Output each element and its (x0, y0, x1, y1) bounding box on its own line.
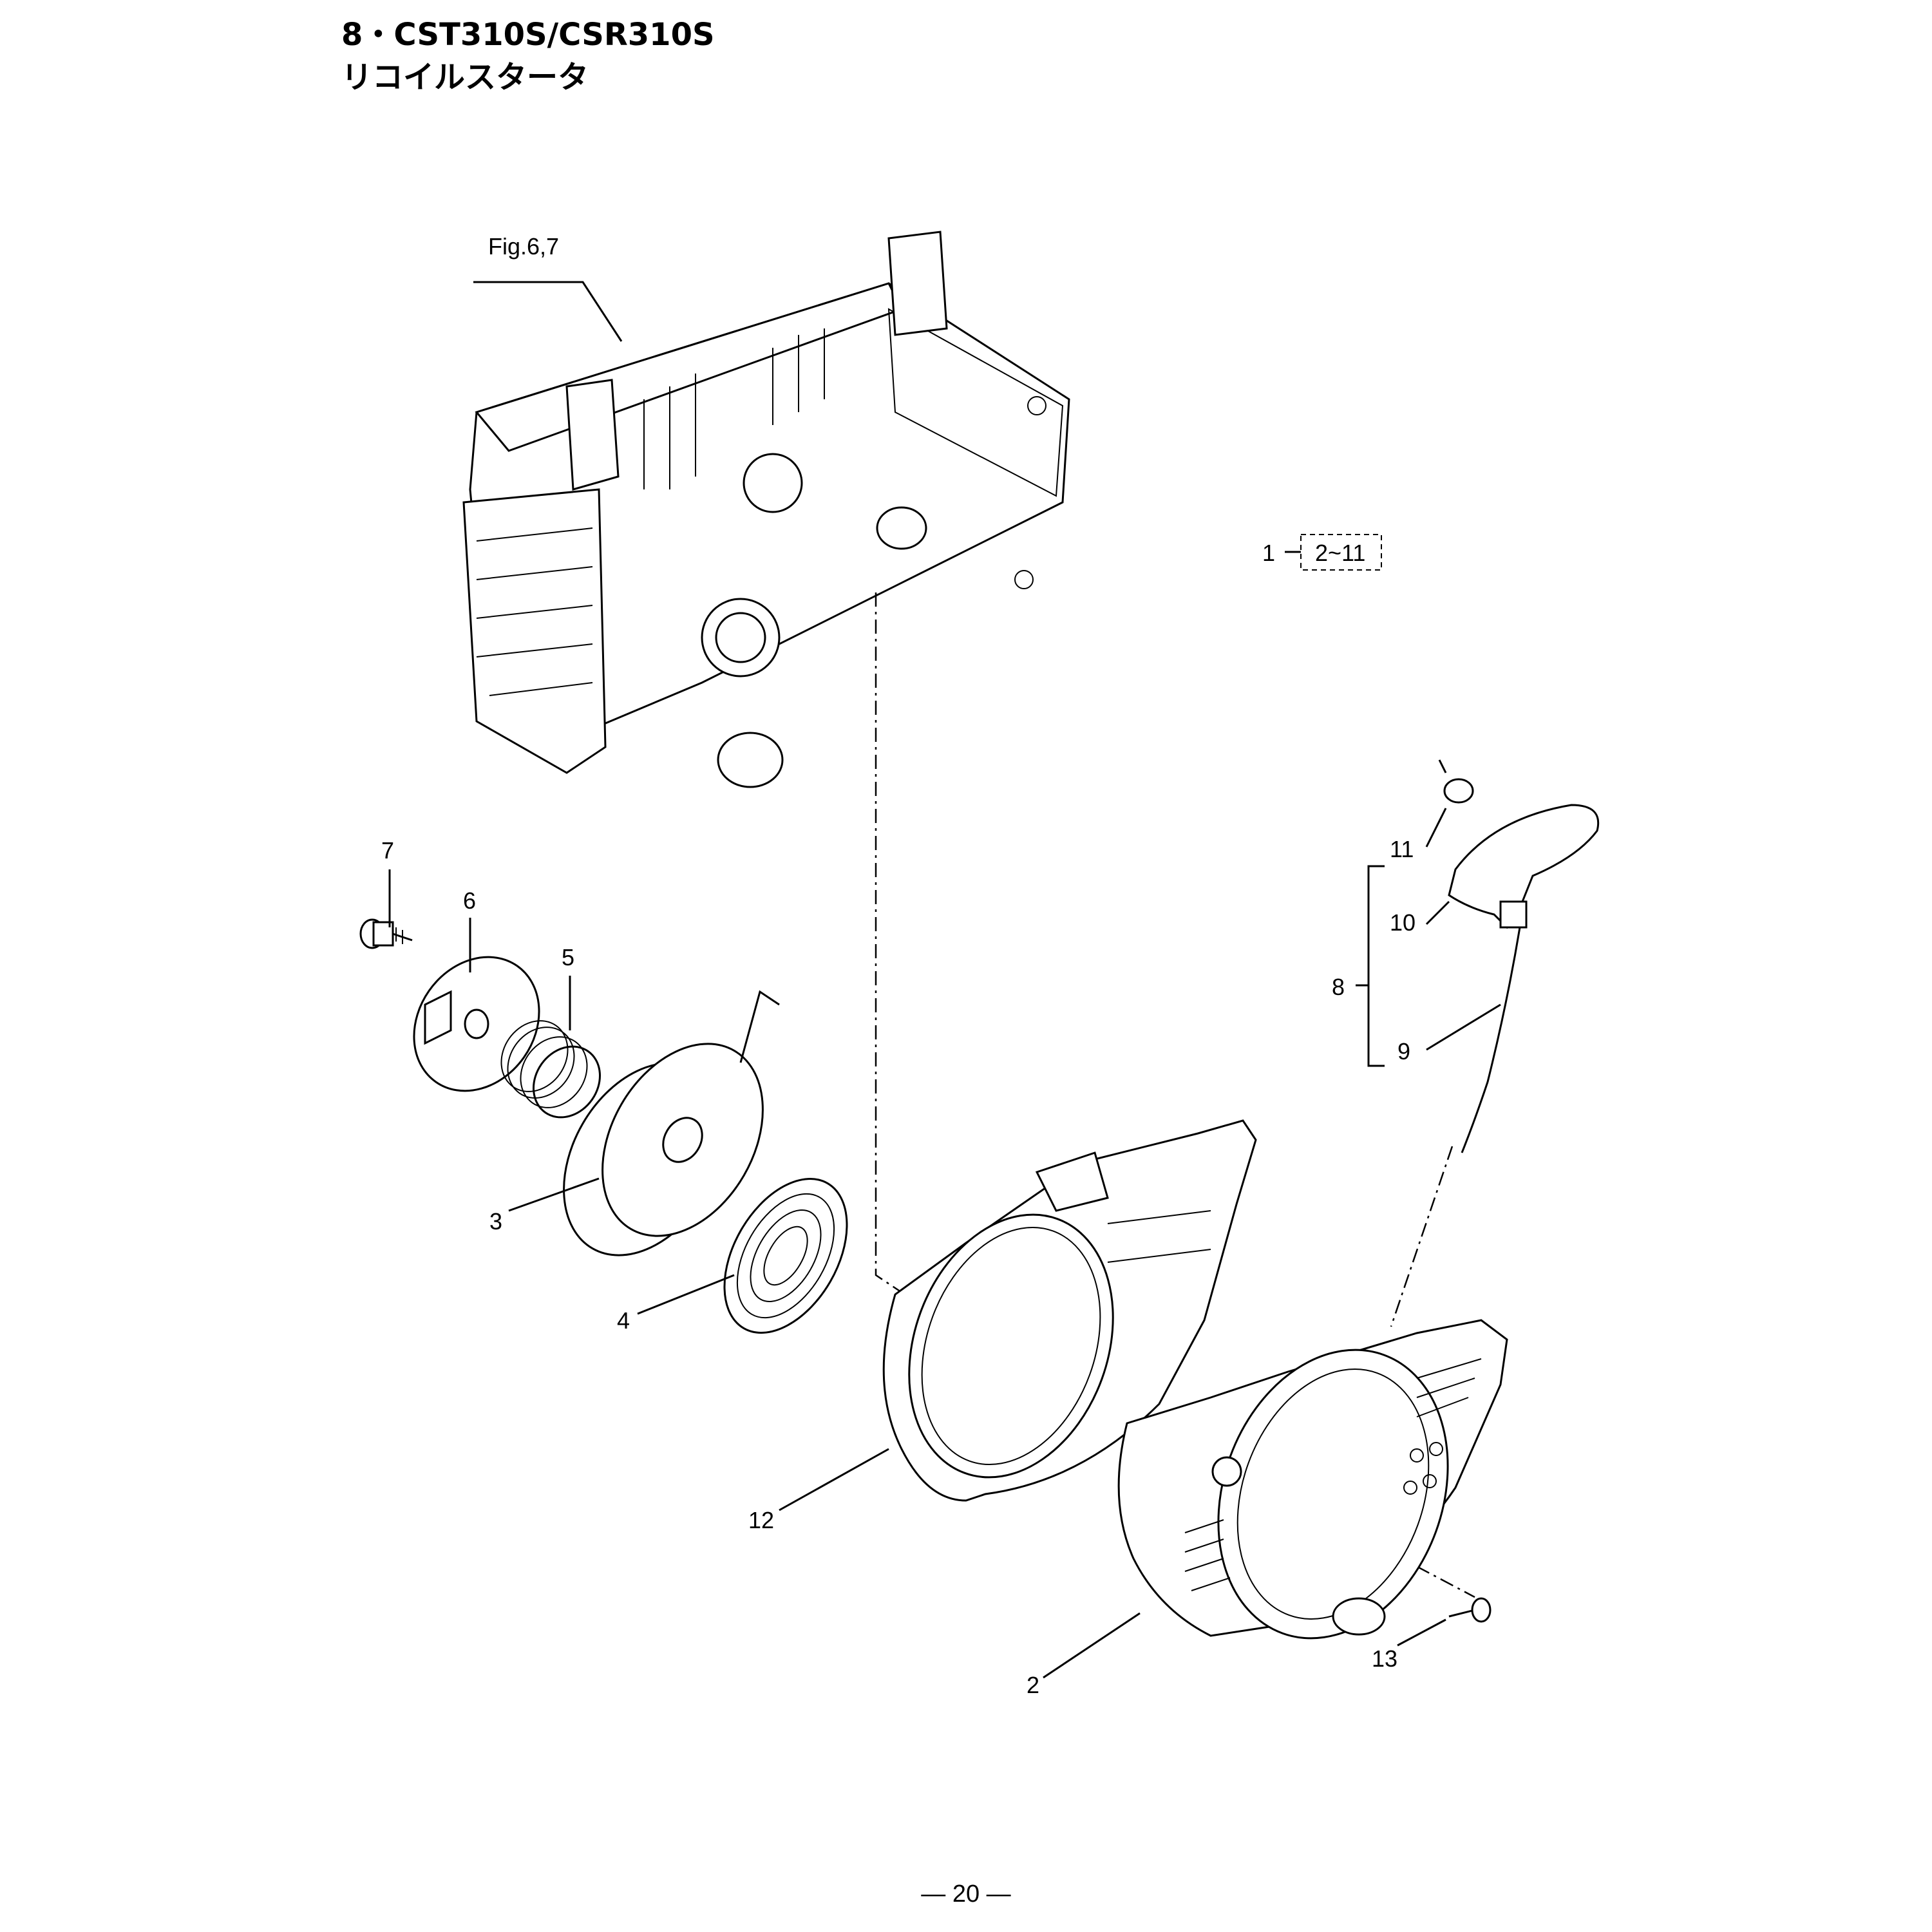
callout-11: 11 (1390, 836, 1414, 862)
page-number: ― 20 ― (921, 1880, 1011, 1908)
leader-12 (779, 1448, 889, 1511)
starter-cover-part-2 (1117, 1319, 1508, 1640)
page-subtitle: リコイルスタータ (341, 59, 589, 95)
screw-part-13 (1448, 1597, 1492, 1623)
spring-part-5 (500, 1020, 601, 1119)
callout-2: 2 (1027, 1672, 1040, 1698)
page-title: 8・CST310S/CSR310S (341, 17, 715, 53)
fig-ref-leader (473, 281, 623, 342)
pulley-part-3 (563, 990, 780, 1256)
callout-12: 12 (748, 1507, 775, 1533)
assembly-bracket-8 (1367, 865, 1385, 1067)
assembly-range-label: 2~11 (1315, 540, 1366, 566)
callout-6: 6 (463, 887, 477, 914)
callout-10: 10 (1390, 909, 1416, 936)
callout-4: 4 (617, 1307, 630, 1334)
leader-10 (1425, 900, 1450, 925)
callout-3: 3 (489, 1208, 503, 1235)
callout-5: 5 (562, 944, 575, 971)
leader-9 (1426, 1003, 1501, 1051)
ratchet-plate-part-6 (413, 956, 540, 1092)
leader-2 (1043, 1612, 1141, 1679)
rope-guide-line (1390, 1146, 1454, 1327)
mount-axis-line (875, 592, 915, 1302)
callout-7: 7 (381, 837, 395, 864)
fig-reference-label: Fig.6,7 (488, 233, 560, 260)
leader-4 (637, 1274, 735, 1315)
starter-rope-part-9 (1461, 927, 1521, 1153)
callout-1: 1 (1262, 540, 1276, 566)
recoil-spring-part-4 (723, 1178, 848, 1334)
starter-handle-part-10 (1448, 804, 1599, 929)
bolt-part-7 (359, 918, 413, 949)
leader-3 (508, 1177, 600, 1212)
starter-case-part-12 (882, 1119, 1257, 1502)
assembly-range-box (1300, 534, 1382, 571)
callout-8: 8 (1332, 974, 1345, 1000)
callout-13: 13 (1372, 1645, 1398, 1672)
callout-9: 9 (1397, 1038, 1411, 1065)
rope-knot-part-11 (1438, 759, 1474, 804)
leader-11 (1425, 808, 1447, 848)
leader-13 (1397, 1618, 1446, 1647)
engine-housing-drawing (462, 231, 1070, 788)
